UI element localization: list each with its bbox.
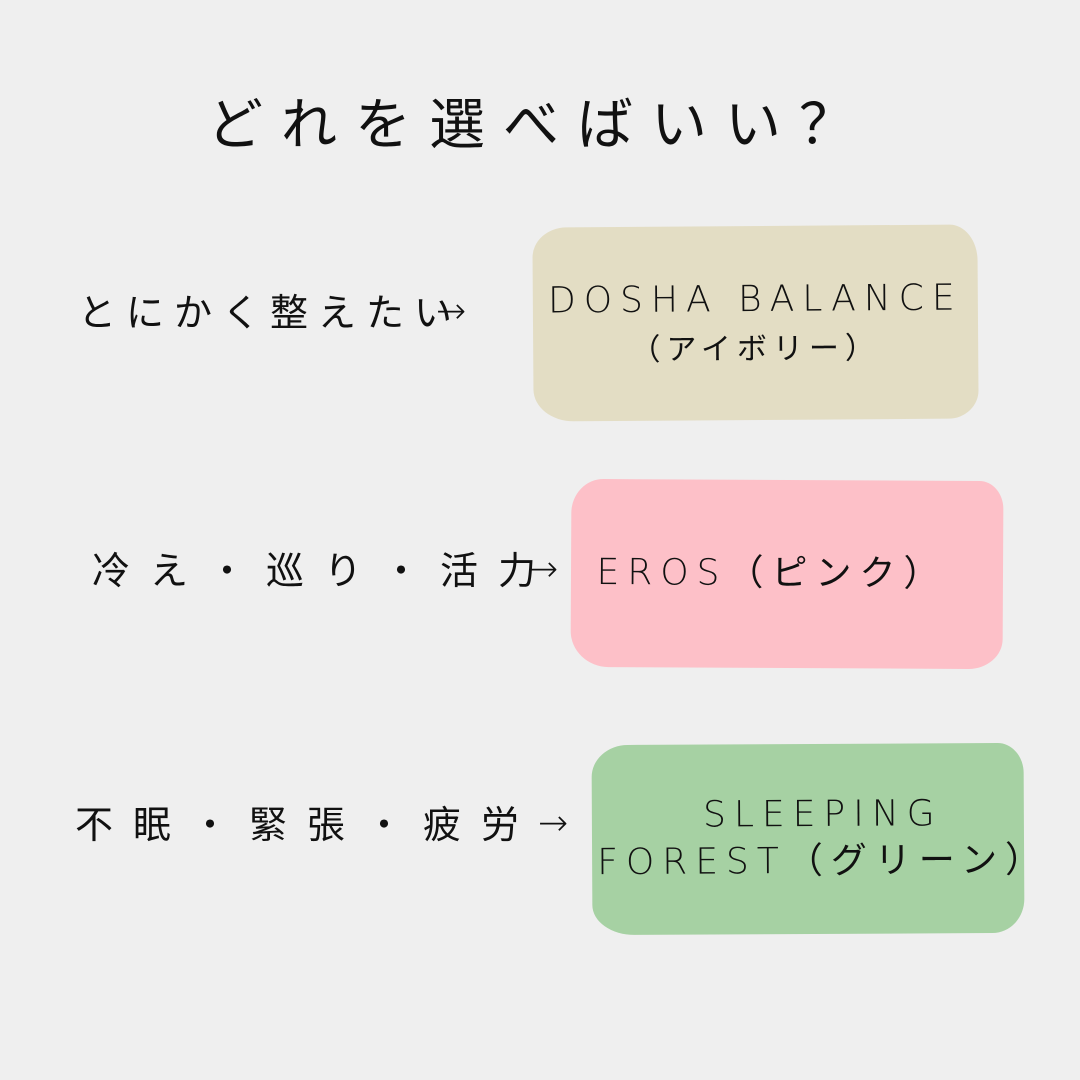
card-title: DOSHA BALANCE <box>547 277 963 322</box>
product-card-sleeping-forest[interactable]: SLEEPING FOREST（グリーン） <box>591 742 1049 936</box>
page-title: どれを選べばいい？ <box>207 93 873 158</box>
product-card-dosha-balance[interactable]: DOSHA BALANCE （アイボリー） <box>532 224 979 422</box>
card-subtitle: FOREST（グリーン） <box>597 839 1050 884</box>
card-title: SLEEPING <box>702 793 943 836</box>
card-subtitle: （アイボリー） <box>630 331 882 368</box>
row-label-balance: とにかく整えたい <box>78 291 463 335</box>
row-label-sleep: 不眠・緊張・疲労 <box>75 803 540 847</box>
product-card-eros[interactable]: EROS（ピンク） <box>570 478 1004 670</box>
row-label-circulation: 冷え・巡り・活力 <box>92 549 557 593</box>
arrow-right-icon: → <box>538 803 569 844</box>
card-title: EROS（ピンク） <box>596 551 948 595</box>
arrow-right-icon: → <box>436 291 467 332</box>
arrow-right-icon: → <box>528 549 559 590</box>
